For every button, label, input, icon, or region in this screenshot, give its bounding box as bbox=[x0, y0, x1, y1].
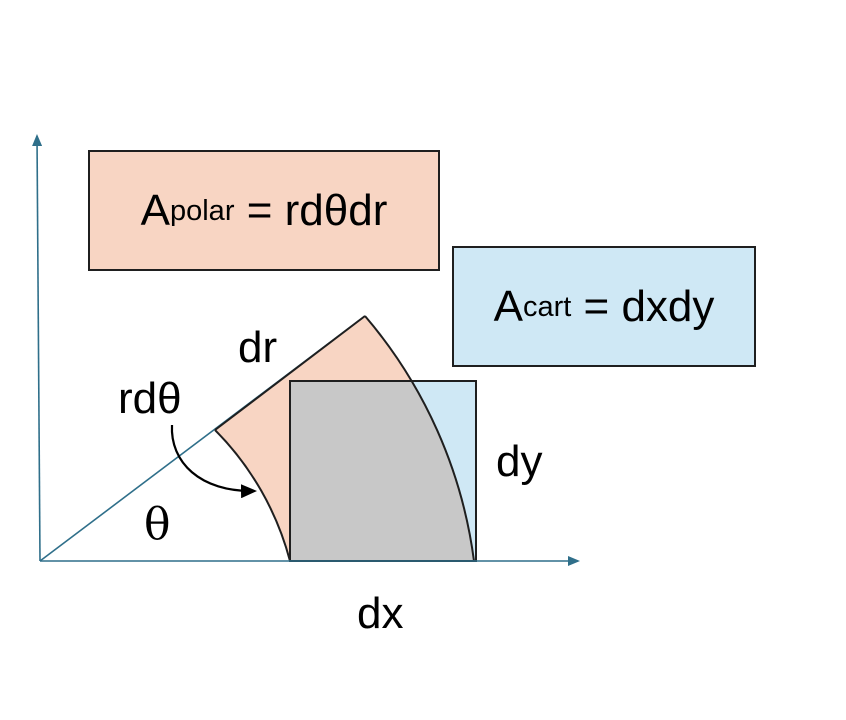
cart-formula-base: A bbox=[493, 281, 523, 331]
sector-edge-dr bbox=[214, 315, 366, 431]
label-theta: θ bbox=[144, 499, 171, 550]
label-dy: dy bbox=[496, 437, 543, 486]
rdtheta-pointer-arrow bbox=[170, 424, 257, 499]
polar-formula-rhs: = rdθdr bbox=[246, 185, 388, 235]
label-rdtheta: rdθ bbox=[118, 374, 182, 423]
inner-arc bbox=[214, 429, 291, 562]
polar-formula-base: A bbox=[140, 185, 170, 235]
cart-formula-rhs: = dxdy bbox=[583, 281, 715, 331]
y-axis bbox=[32, 134, 43, 562]
label-dx: dx bbox=[357, 589, 404, 638]
label-dr: dr bbox=[238, 323, 278, 372]
outer-arc bbox=[364, 315, 475, 562]
